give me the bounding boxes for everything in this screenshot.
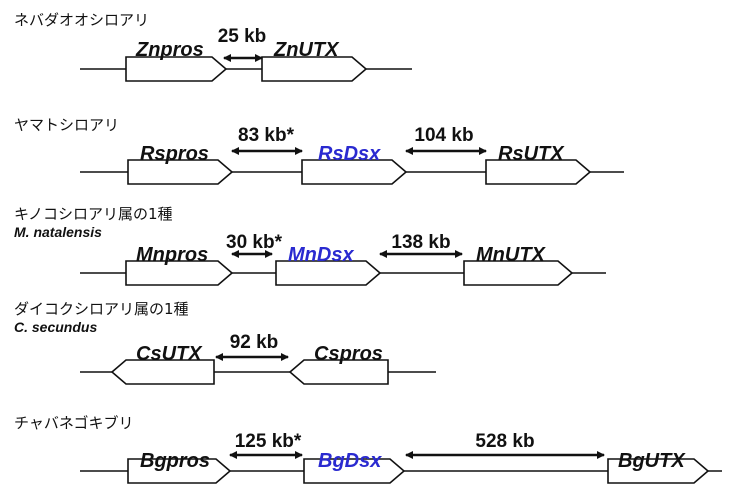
distance-label: 104 kb (414, 125, 473, 146)
gene-arrow-rspros (127, 159, 234, 185)
gene-label-rspros: Rspros (140, 143, 209, 165)
species-label: チャバネゴキブリ (14, 414, 134, 432)
gene-label-mnutx: MnUTX (476, 244, 547, 266)
gene-arrow-cspros (288, 359, 389, 385)
gene-arrow-rsutx (485, 159, 592, 185)
gene-arrow-mnutx (463, 260, 574, 286)
distance-label: 138 kb (391, 232, 450, 253)
distance-label: 92 kb (230, 332, 279, 353)
gene-arrow-mndsx (275, 260, 382, 286)
track-macrotermes: キノコシロアリ属の1種 M. natalensis Mnpros MnDsx M… (14, 205, 606, 286)
species-label: ダイコクシロアリ属の1種 (14, 300, 189, 318)
track-cryptotermes: ダイコクシロアリ属の1種 C. secundus CsUTX Cspros 92… (14, 300, 436, 385)
distance-label: 528 kb (475, 431, 534, 452)
gene-label-mndsx: MnDsx (288, 244, 354, 266)
gene-label-mnpros: Mnpros (136, 244, 208, 266)
track-zootermopsis: ネバダオオシロアリ Znpros ZnUTX 25 kb (14, 11, 412, 82)
species-label: ヤマトシロアリ (14, 116, 119, 134)
gene-arrow-mnpros (125, 260, 234, 286)
gene-arrow-znpros (125, 56, 228, 82)
species-label: ネバダオオシロアリ (14, 11, 149, 29)
gene-arrow-rsdsx (301, 159, 408, 185)
gene-arrow-csutx (110, 359, 215, 385)
gene-arrow-bgpros (127, 458, 232, 484)
gene-label-rsutx: RsUTX (498, 143, 565, 165)
distance-label: 25 kb (218, 26, 267, 47)
gene-label-cspros: Cspros (314, 343, 383, 365)
gene-label-znutx: ZnUTX (273, 39, 340, 61)
gene-label-znpros: Znpros (135, 39, 204, 61)
distance-label: 30 kb* (226, 232, 283, 253)
gene-arrow-bgdsx (303, 458, 406, 484)
track-blattella: チャバネゴキブリ Bgpros BgDsx BgUTX 125 kb* 528 … (14, 414, 722, 484)
distance-label: 83 kb* (238, 125, 295, 146)
species-label: キノコシロアリ属の1種 (14, 205, 173, 223)
scientific-name-label: M. natalensis (14, 224, 102, 240)
gene-label-bgdsx: BgDsx (318, 450, 382, 472)
gene-label-bgpros: Bgpros (140, 450, 210, 472)
scientific-name-label: C. secundus (14, 319, 97, 335)
gene-label-bgutx: BgUTX (618, 450, 686, 472)
distance-label: 125 kb* (235, 431, 302, 452)
track-reticulitermes: ヤマトシロアリ Rspros RsDsx RsUTX 83 kb* 104 kb (14, 116, 624, 185)
gene-arrow-bgutx (607, 458, 710, 484)
gene-label-rsdsx: RsDsx (318, 143, 381, 165)
gene-label-csutx: CsUTX (136, 343, 203, 365)
